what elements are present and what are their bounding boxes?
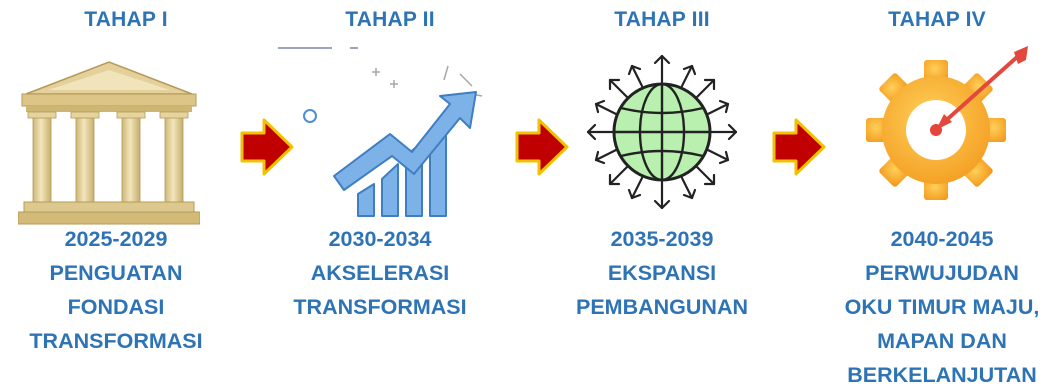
arrow-right-icon — [515, 118, 569, 176]
stage-4-line-1: PERWUJUDAN — [865, 261, 1019, 285]
stage-3-years: 2035-2039 — [610, 227, 714, 251]
stage-4-caption: 2040-2045 PERWUJUDAN OKU TIMUR MAJU, MAP… — [812, 222, 1055, 392]
arrow-right-icon — [772, 118, 826, 176]
stage-1-line-1: PENGUATAN — [49, 261, 183, 285]
stage-3-caption: 2035-2039 EKSPANSI PEMBANGUNAN — [532, 222, 792, 324]
stage-4-years: 2040-2045 — [890, 227, 994, 251]
stage-1-years: 2025-2029 — [64, 227, 168, 251]
stage-4-title: TAHAP IV — [888, 8, 986, 31]
stage-1-title: TAHAP I — [84, 8, 168, 31]
arrow-right-icon — [240, 118, 294, 176]
stage-2-years: 2030-2034 — [328, 227, 432, 251]
growth-chart-icon — [278, 47, 483, 217]
stage-1-line-3: TRANSFORMASI — [29, 329, 203, 353]
stage-2-line-2: TRANSFORMASI — [293, 295, 467, 319]
stage-4-line-2: OKU TIMUR MAJU, — [844, 295, 1040, 319]
stage-2-line-1: AKSELERASI — [310, 261, 450, 285]
stage-2-title: TAHAP II — [345, 8, 435, 31]
stage-3-line-1: EKSPANSI — [607, 261, 717, 285]
stage-4-line-4: BERKELANJUTAN — [847, 363, 1037, 387]
stage-1-line-2: FONDASI — [67, 295, 165, 319]
stage-2-caption: 2030-2034 AKSELERASI TRANSFORMASI — [250, 222, 510, 324]
greek-temple-icon — [18, 61, 200, 225]
stage-1-caption: 2025-2029 PENGUATAN FONDASI TRANSFORMASI — [0, 222, 246, 358]
globe-expansion-icon — [586, 54, 738, 210]
gear-target-icon — [866, 46, 1028, 200]
stage-3-title: TAHAP III — [614, 8, 710, 31]
stage-3-line-2: PEMBANGUNAN — [576, 295, 748, 319]
stage-4-line-3: MAPAN DAN — [877, 329, 1007, 353]
